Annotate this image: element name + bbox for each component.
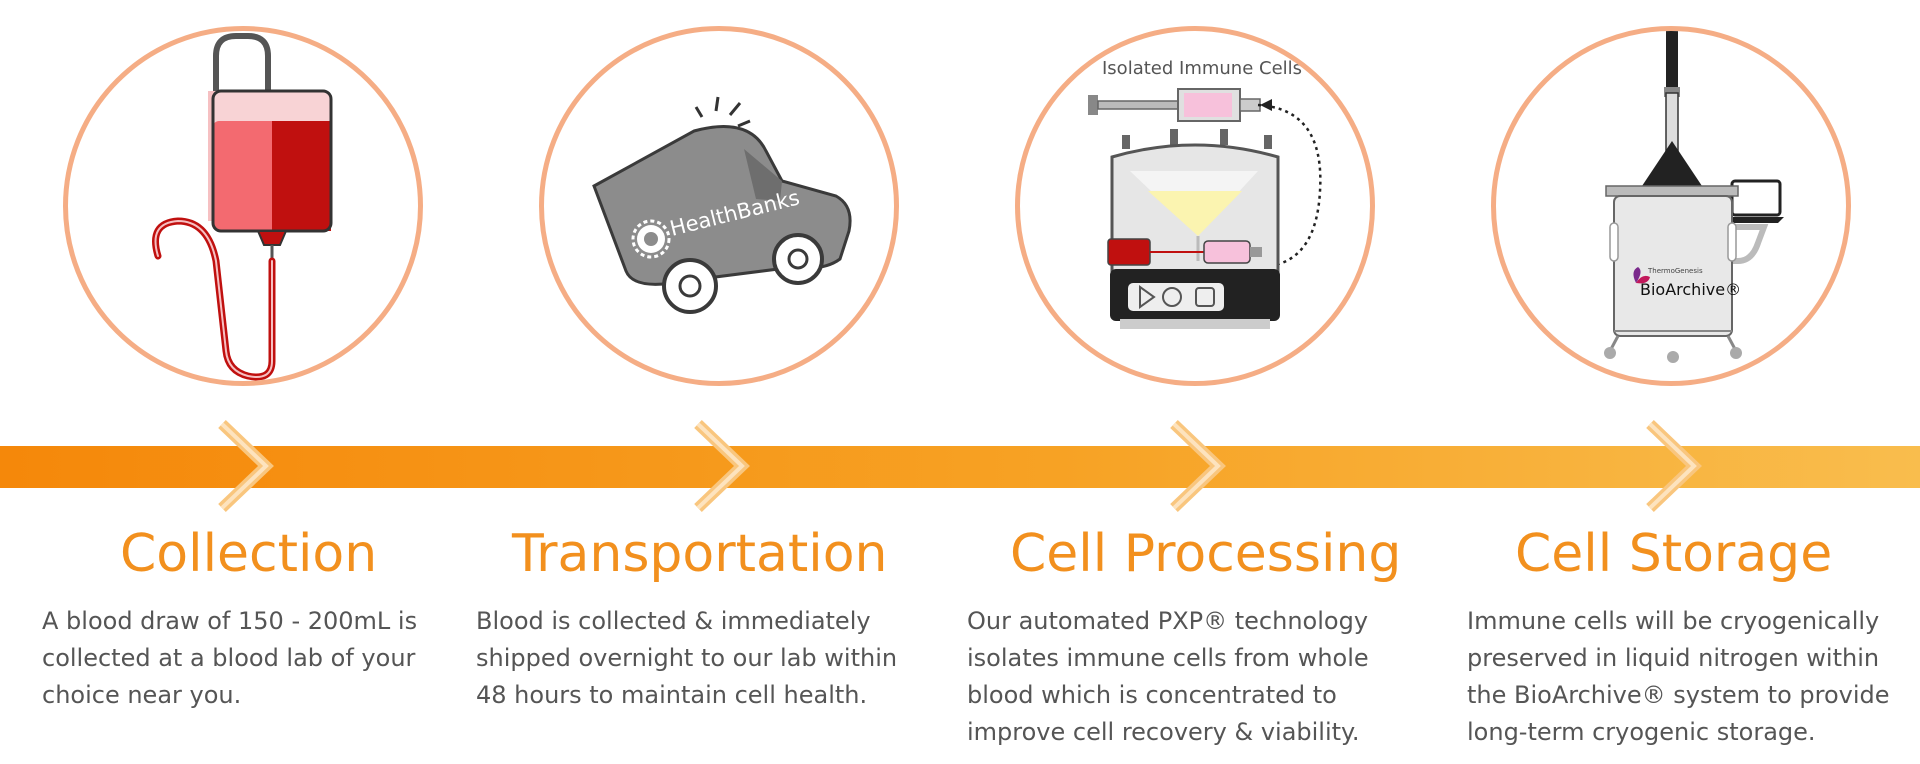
chevron-right-icon [694,420,750,512]
isolated-cells-callout: Isolated Immune Cells [1102,58,1302,79]
step-title-cell-processing: Cell Processing [1010,524,1402,584]
blood-bag-icon [152,33,333,381]
chevron-right-icon [218,420,274,512]
step-title-collection: Collection [120,524,378,584]
thermogenesis-logo-icon [1633,267,1650,284]
cryo-storage-icon: ThermoGenesis BioArchive® [1604,31,1784,363]
syringe-icon [1088,88,1261,122]
step-cell-storage-circle: ThermoGenesis BioArchive® [1491,26,1851,386]
step-title-transportation: Transportation [512,524,888,584]
cell-processor-icon: Isolated Immune Cells [1088,58,1322,329]
delivery-van-icon: HealthBanks [592,96,852,314]
step-description-collection: A blood draw of 150 - 200mL is collected… [42,607,418,709]
timeline-band [0,446,1920,488]
step-cell-processing-circle: Isolated Immune Cells [1015,26,1375,386]
step-transportation-circle: HealthBanks [539,26,899,386]
step-description-cell-storage: Immune cells will be cryogenically prese… [1467,607,1890,746]
step-description-cell-processing: Our automated PXP® technology isolates i… [967,607,1369,746]
thermogenesis-label: ThermoGenesis [1647,267,1703,275]
step-title-cell-storage: Cell Storage [1515,524,1833,584]
chevron-right-icon [1646,420,1702,512]
step-description-transportation: Blood is collected & immediately shipped… [476,607,898,709]
step-collection-circle [63,26,423,386]
healthbanks-logo-icon [631,219,671,259]
chevron-right-icon [1170,420,1226,512]
bioarchive-label: BioArchive® [1640,280,1741,299]
